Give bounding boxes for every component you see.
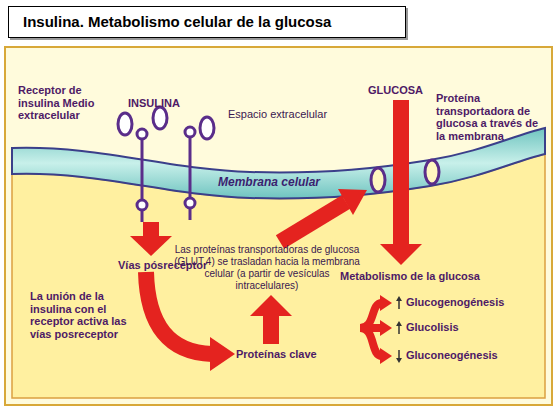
- outer-frame: [5, 47, 552, 405]
- insulin-molecule: [118, 113, 132, 135]
- process-label: Proteínas clave: [236, 348, 346, 361]
- note-text: La unión de la insulina con el receptor …: [30, 290, 130, 341]
- receptor-knob: [137, 129, 147, 139]
- cell-interior-outline: [12, 154, 545, 398]
- metabolic-pathway: Glucogenogénesis: [406, 296, 536, 309]
- process-label: Metabolismo de la glucosa: [340, 270, 500, 283]
- membrane-label: Membrana celular: [218, 176, 320, 190]
- molecule-label: INSULINA: [128, 97, 180, 110]
- receptor-label: Receptor de insulina Medio extracelular: [18, 84, 126, 122]
- title-text: Insulina. Metabolismo celular de la gluc…: [23, 13, 331, 30]
- title-box: Insulina. Metabolismo celular de la gluc…: [8, 6, 406, 38]
- metabolic-pathway: Glucolisis: [406, 321, 536, 334]
- insulin-molecule: [200, 117, 214, 139]
- receptor-knob: [185, 127, 195, 137]
- region-label: Espacio extracelular: [228, 108, 327, 121]
- molecule-label: GLUCOSA: [368, 84, 423, 97]
- note-text: Las proteínas transportadoras de glucosa…: [172, 244, 362, 292]
- insulin-molecule: [153, 107, 167, 129]
- transporter-label: Proteína transportadora de glucosa a tra…: [436, 92, 550, 143]
- metabolic-pathway: Gluconeogénesis: [406, 349, 536, 362]
